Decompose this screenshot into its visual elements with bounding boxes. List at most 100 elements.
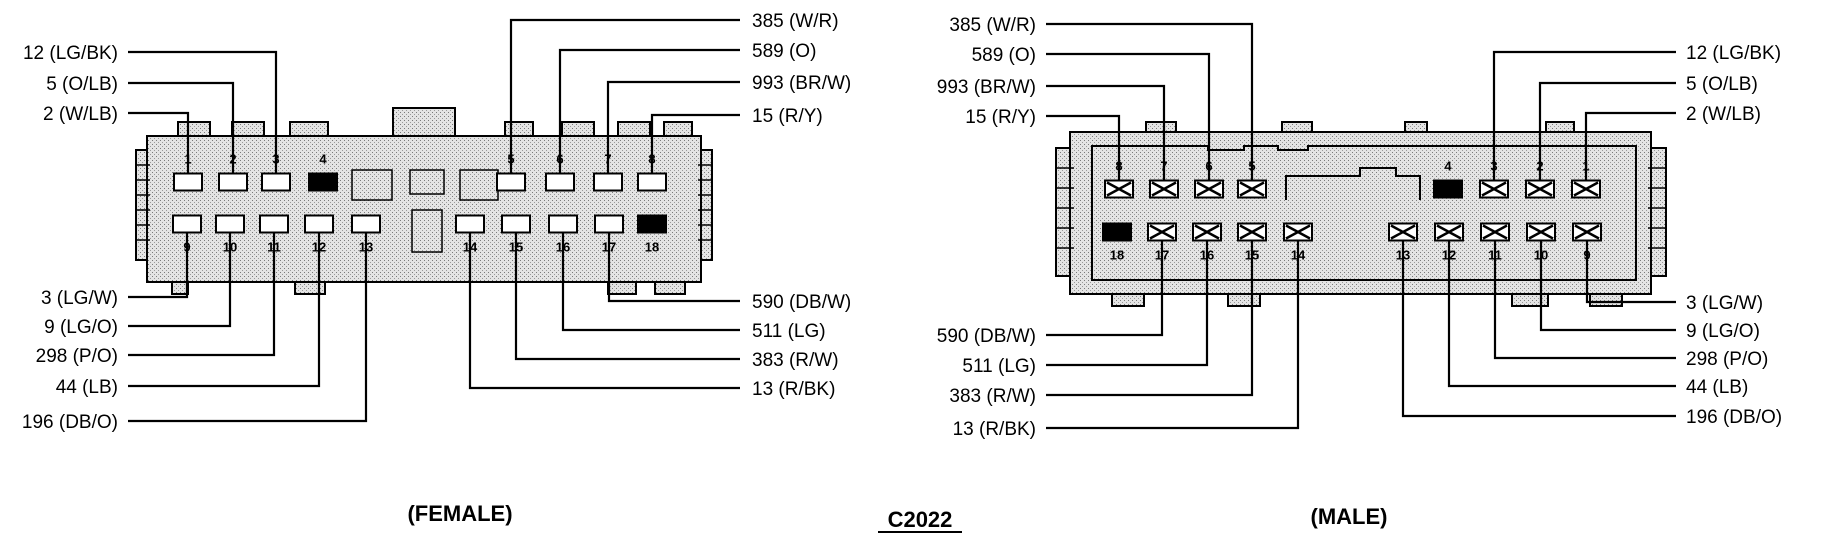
- female-wire-7: [606, 80, 740, 174]
- female-wire-label-10: 9 (LG/O): [44, 317, 118, 338]
- male-pin-cavity: [1433, 179, 1463, 199]
- female-wire-label-9: 3 (LG/W): [41, 288, 118, 309]
- male-terminal-mark: [1527, 181, 1553, 197]
- male-wire-label-8: 15 (R/Y): [965, 107, 1036, 128]
- female-pin-cavity: [637, 214, 667, 234]
- female-pin-cavity: [308, 172, 338, 192]
- female-pin-cavity: [593, 172, 623, 192]
- male-terminal-mark: [1194, 224, 1220, 240]
- female-wire-label-1: 2 (W/LB): [43, 104, 118, 125]
- male-terminal-mark: [1285, 224, 1311, 240]
- female-wire-12: [128, 232, 321, 388]
- male-terminal-mark: [1390, 224, 1416, 240]
- male-terminal-mark: [1573, 181, 1599, 197]
- male-terminal-mark: [1196, 181, 1222, 197]
- female-pin-cavity: [172, 214, 202, 234]
- male-wire-17: [1046, 240, 1164, 337]
- male-wire-11: [1493, 240, 1676, 360]
- female-wire-13: [128, 232, 368, 423]
- male-pin-number-18: 18: [1110, 248, 1124, 263]
- male-wire-label-6: 589 (O): [972, 45, 1036, 66]
- female-wire-1: [128, 111, 190, 174]
- male-terminal-mark: [1481, 181, 1507, 197]
- male-pin-15: 15: [1237, 222, 1267, 263]
- female-pin-number-18: 18: [645, 240, 659, 255]
- male-wire-label-2: 5 (O/LB): [1686, 74, 1758, 95]
- male-wire-13: [1401, 240, 1676, 418]
- connector-id: C2022: [888, 507, 953, 532]
- male-terminal-mark: [1574, 224, 1600, 240]
- male-pin-number-4: 4: [1444, 159, 1452, 174]
- male-wire-2: [1538, 81, 1676, 181]
- male-pin-18: 18: [1102, 222, 1132, 263]
- female-connector: [135, 107, 713, 295]
- female-pin-4: 4: [308, 152, 338, 192]
- female-pin-cavity: [496, 172, 526, 192]
- male-wire-label-5: 385 (W/R): [949, 15, 1036, 36]
- male-pin-cavity: [1102, 222, 1132, 242]
- male-wire-label-17: 590 (DB/W): [937, 326, 1036, 347]
- female-wire-label-15: 383 (R/W): [752, 350, 839, 371]
- male-wire-label-11: 298 (P/O): [1686, 349, 1768, 370]
- female-caption: (FEMALE): [407, 501, 512, 526]
- female-wire-label-14: 13 (R/BK): [752, 379, 835, 400]
- male-wire-label-14: 13 (R/BK): [953, 419, 1036, 440]
- male-pin-4: 4: [1433, 159, 1463, 199]
- male-wire-label-12: 44 (LB): [1686, 377, 1748, 398]
- male-wire-12: [1447, 240, 1676, 388]
- male-terminal-mark: [1149, 224, 1175, 240]
- female-pin-cavity: [261, 172, 291, 192]
- female-pin-cavity: [594, 214, 624, 234]
- female-wire-15: [514, 232, 740, 361]
- male-wire-3: [1492, 50, 1676, 181]
- male-wire-labels: 385 (W/R) 589 (O) 993 (BR/W) 15 (R/Y) 590 (D…: [937, 15, 1782, 440]
- male-terminal-mark: [1482, 224, 1508, 240]
- female-wire-label-3: 12 (LG/BK): [23, 43, 118, 64]
- female-pin-cavity: [455, 214, 485, 234]
- female-wire-9: [128, 232, 189, 299]
- female-pin-cavity: [545, 172, 575, 192]
- male-pin-11: 11: [1480, 222, 1510, 263]
- male-wire-label-13: 196 (DB/O): [1686, 407, 1782, 428]
- male-wire-6: [1046, 52, 1211, 181]
- male-wire-label-1: 2 (W/LB): [1686, 104, 1761, 125]
- female-wire-11: [128, 232, 276, 357]
- female-pin-number-4: 4: [319, 152, 327, 167]
- female-pin-cavity: [218, 172, 248, 192]
- female-wire-label-13: 196 (DB/O): [22, 412, 118, 433]
- female-wires: [128, 18, 740, 423]
- female-wire-8: [650, 113, 740, 174]
- female-pin-cavity: [548, 214, 578, 234]
- male-connector: [1055, 121, 1667, 307]
- male-wire-label-7: 993 (BR/W): [937, 77, 1036, 98]
- female-pin-cavity: [259, 214, 289, 234]
- female-wire-label-17: 590 (DB/W): [752, 292, 851, 313]
- female-wire-label-7: 993 (BR/W): [752, 73, 851, 94]
- female-pin-cavity: [501, 214, 531, 234]
- male-wire-7: [1046, 84, 1166, 181]
- female-wire-14: [468, 232, 740, 390]
- female-wire-16: [561, 232, 740, 332]
- female-wire-label-12: 44 (LB): [56, 377, 118, 398]
- female-wire-6: [558, 48, 740, 174]
- female-wire-label-8: 15 (R/Y): [752, 106, 823, 127]
- female-wire-label-5: 385 (W/R): [752, 11, 839, 32]
- female-wire-3: [128, 50, 278, 174]
- female-connector-body: [135, 107, 713, 295]
- male-wire-9: [1585, 240, 1676, 304]
- male-wire-label-9: 3 (LG/W): [1686, 293, 1763, 314]
- female-wire-label-6: 589 (O): [752, 41, 816, 62]
- male-wire-label-3: 12 (LG/BK): [1686, 43, 1781, 64]
- female-pin-cavity: [304, 214, 334, 234]
- male-wires: [1046, 22, 1676, 430]
- female-wire-label-16: 511 (LG): [752, 321, 826, 342]
- male-wire-16: [1046, 240, 1209, 367]
- female-pin-11: 11: [259, 214, 289, 255]
- female-keying-features: [351, 169, 499, 253]
- male-terminal-mark: [1239, 181, 1265, 197]
- female-wire-10: [128, 232, 232, 328]
- male-terminal-mark: [1239, 224, 1265, 240]
- female-wire-17: [607, 232, 740, 303]
- male-caption: (MALE): [1311, 504, 1388, 529]
- male-wire-label-15: 383 (R/W): [949, 386, 1036, 407]
